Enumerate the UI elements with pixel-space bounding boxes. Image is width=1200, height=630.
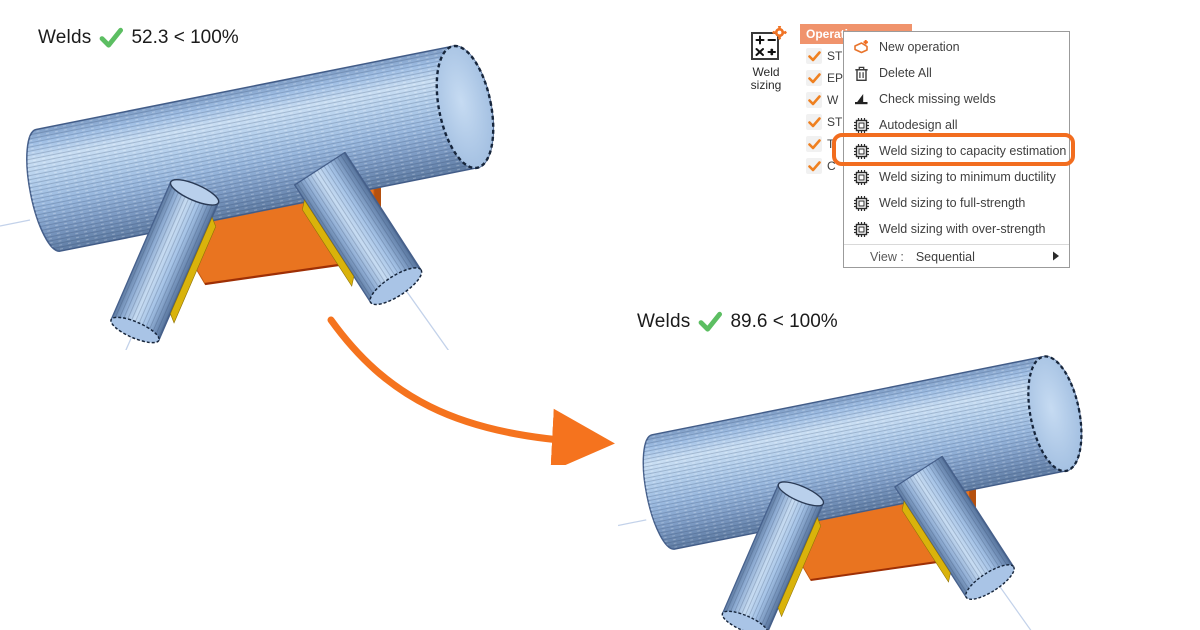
operation-row-label: ST: [827, 49, 843, 63]
menu-item-view-sequential[interactable]: View : Sequential: [844, 245, 1069, 268]
menu-item-weld-sizing-ductility[interactable]: Weld sizing to minimum ductility: [844, 164, 1069, 190]
chip-icon: [853, 116, 870, 134]
after-welds-title: Welds: [637, 311, 691, 332]
weld-sizing-label-line1: Weld: [752, 65, 780, 79]
before-welds-title: Welds: [38, 27, 92, 48]
weld-check-icon: [853, 91, 870, 108]
operation-row-label: C: [827, 159, 836, 173]
chip-icon: [853, 142, 870, 160]
chip-icon: [853, 194, 870, 212]
gear-icon: [772, 25, 787, 40]
operation-row-label: T: [827, 137, 835, 151]
new-operation-icon: [853, 39, 870, 56]
weld-sizing-icon: [744, 25, 788, 66]
joint-model-after[interactable]: [618, 332, 1163, 630]
operation-row[interactable]: W: [806, 91, 838, 109]
menu-item-label: New operation: [879, 40, 960, 54]
chip-icon: [853, 168, 870, 186]
operation-row-label: EP: [827, 71, 844, 85]
weld-sizing-label-line2: sizing: [750, 78, 782, 92]
before-result-label: Welds 52.3 < 100%: [38, 27, 239, 49]
menu-item-label: Check missing welds: [879, 92, 996, 106]
checkbox-checked-icon[interactable]: [806, 136, 822, 152]
menu-item-label: Weld sizing to full-strength: [879, 196, 1026, 210]
menu-item-autodesign-all[interactable]: Autodesign all: [844, 112, 1069, 138]
operation-row[interactable]: ST: [806, 113, 842, 131]
checkbox-checked-icon[interactable]: [806, 114, 822, 130]
menu-item-new-operation[interactable]: New operation: [844, 34, 1069, 60]
view-value: Sequential: [915, 249, 975, 264]
menu-item-weld-sizing-over-strength[interactable]: Weld sizing with over-strength: [844, 216, 1069, 242]
operation-row[interactable]: C: [806, 157, 836, 175]
menu-item-check-missing-welds[interactable]: Check missing welds: [844, 86, 1069, 112]
trash-icon: [853, 65, 870, 82]
view-label: View :: [870, 249, 904, 264]
green-check-icon: [699, 311, 723, 332]
menu-item-label: Weld sizing to minimum ductility: [879, 170, 1056, 184]
operation-row[interactable]: T: [806, 135, 834, 153]
weld-sizing-button[interactable]: Weld sizing: [736, 25, 796, 100]
menu-item-label: Autodesign all: [879, 118, 958, 132]
checkbox-checked-icon[interactable]: [806, 92, 822, 108]
operation-row-label: W: [827, 93, 839, 107]
submenu-arrow-icon: [1053, 251, 1059, 261]
before-utilization-value: 52.3 < 100%: [131, 27, 239, 48]
menu-item-label: Delete All: [879, 66, 932, 80]
menu-separator: [844, 244, 1069, 245]
after-utilization-value: 89.6 < 100%: [730, 311, 838, 332]
operations-context-menu: New operation Delete All Ch: [843, 31, 1070, 268]
menu-item-weld-sizing-capacity[interactable]: Weld sizing to capacity estimation: [844, 138, 1069, 164]
operation-row[interactable]: EP: [806, 69, 843, 87]
menu-item-label: Weld sizing to capacity estimation: [879, 144, 1067, 158]
chip-icon: [853, 220, 870, 238]
menu-item-label: Weld sizing with over-strength: [879, 222, 1046, 236]
menu-item-weld-sizing-full-strength[interactable]: Weld sizing to full-strength: [844, 190, 1069, 216]
operation-row-label: ST: [827, 115, 843, 129]
green-check-icon: [100, 27, 124, 48]
menu-item-delete-all[interactable]: Delete All: [844, 60, 1069, 86]
after-result-label: Welds 89.6 < 100%: [637, 311, 838, 333]
checkbox-checked-icon[interactable]: [806, 48, 822, 64]
checkbox-checked-icon[interactable]: [806, 70, 822, 86]
operation-row[interactable]: ST: [806, 47, 842, 65]
checkbox-checked-icon[interactable]: [806, 158, 822, 174]
transform-arrow: [327, 316, 615, 465]
